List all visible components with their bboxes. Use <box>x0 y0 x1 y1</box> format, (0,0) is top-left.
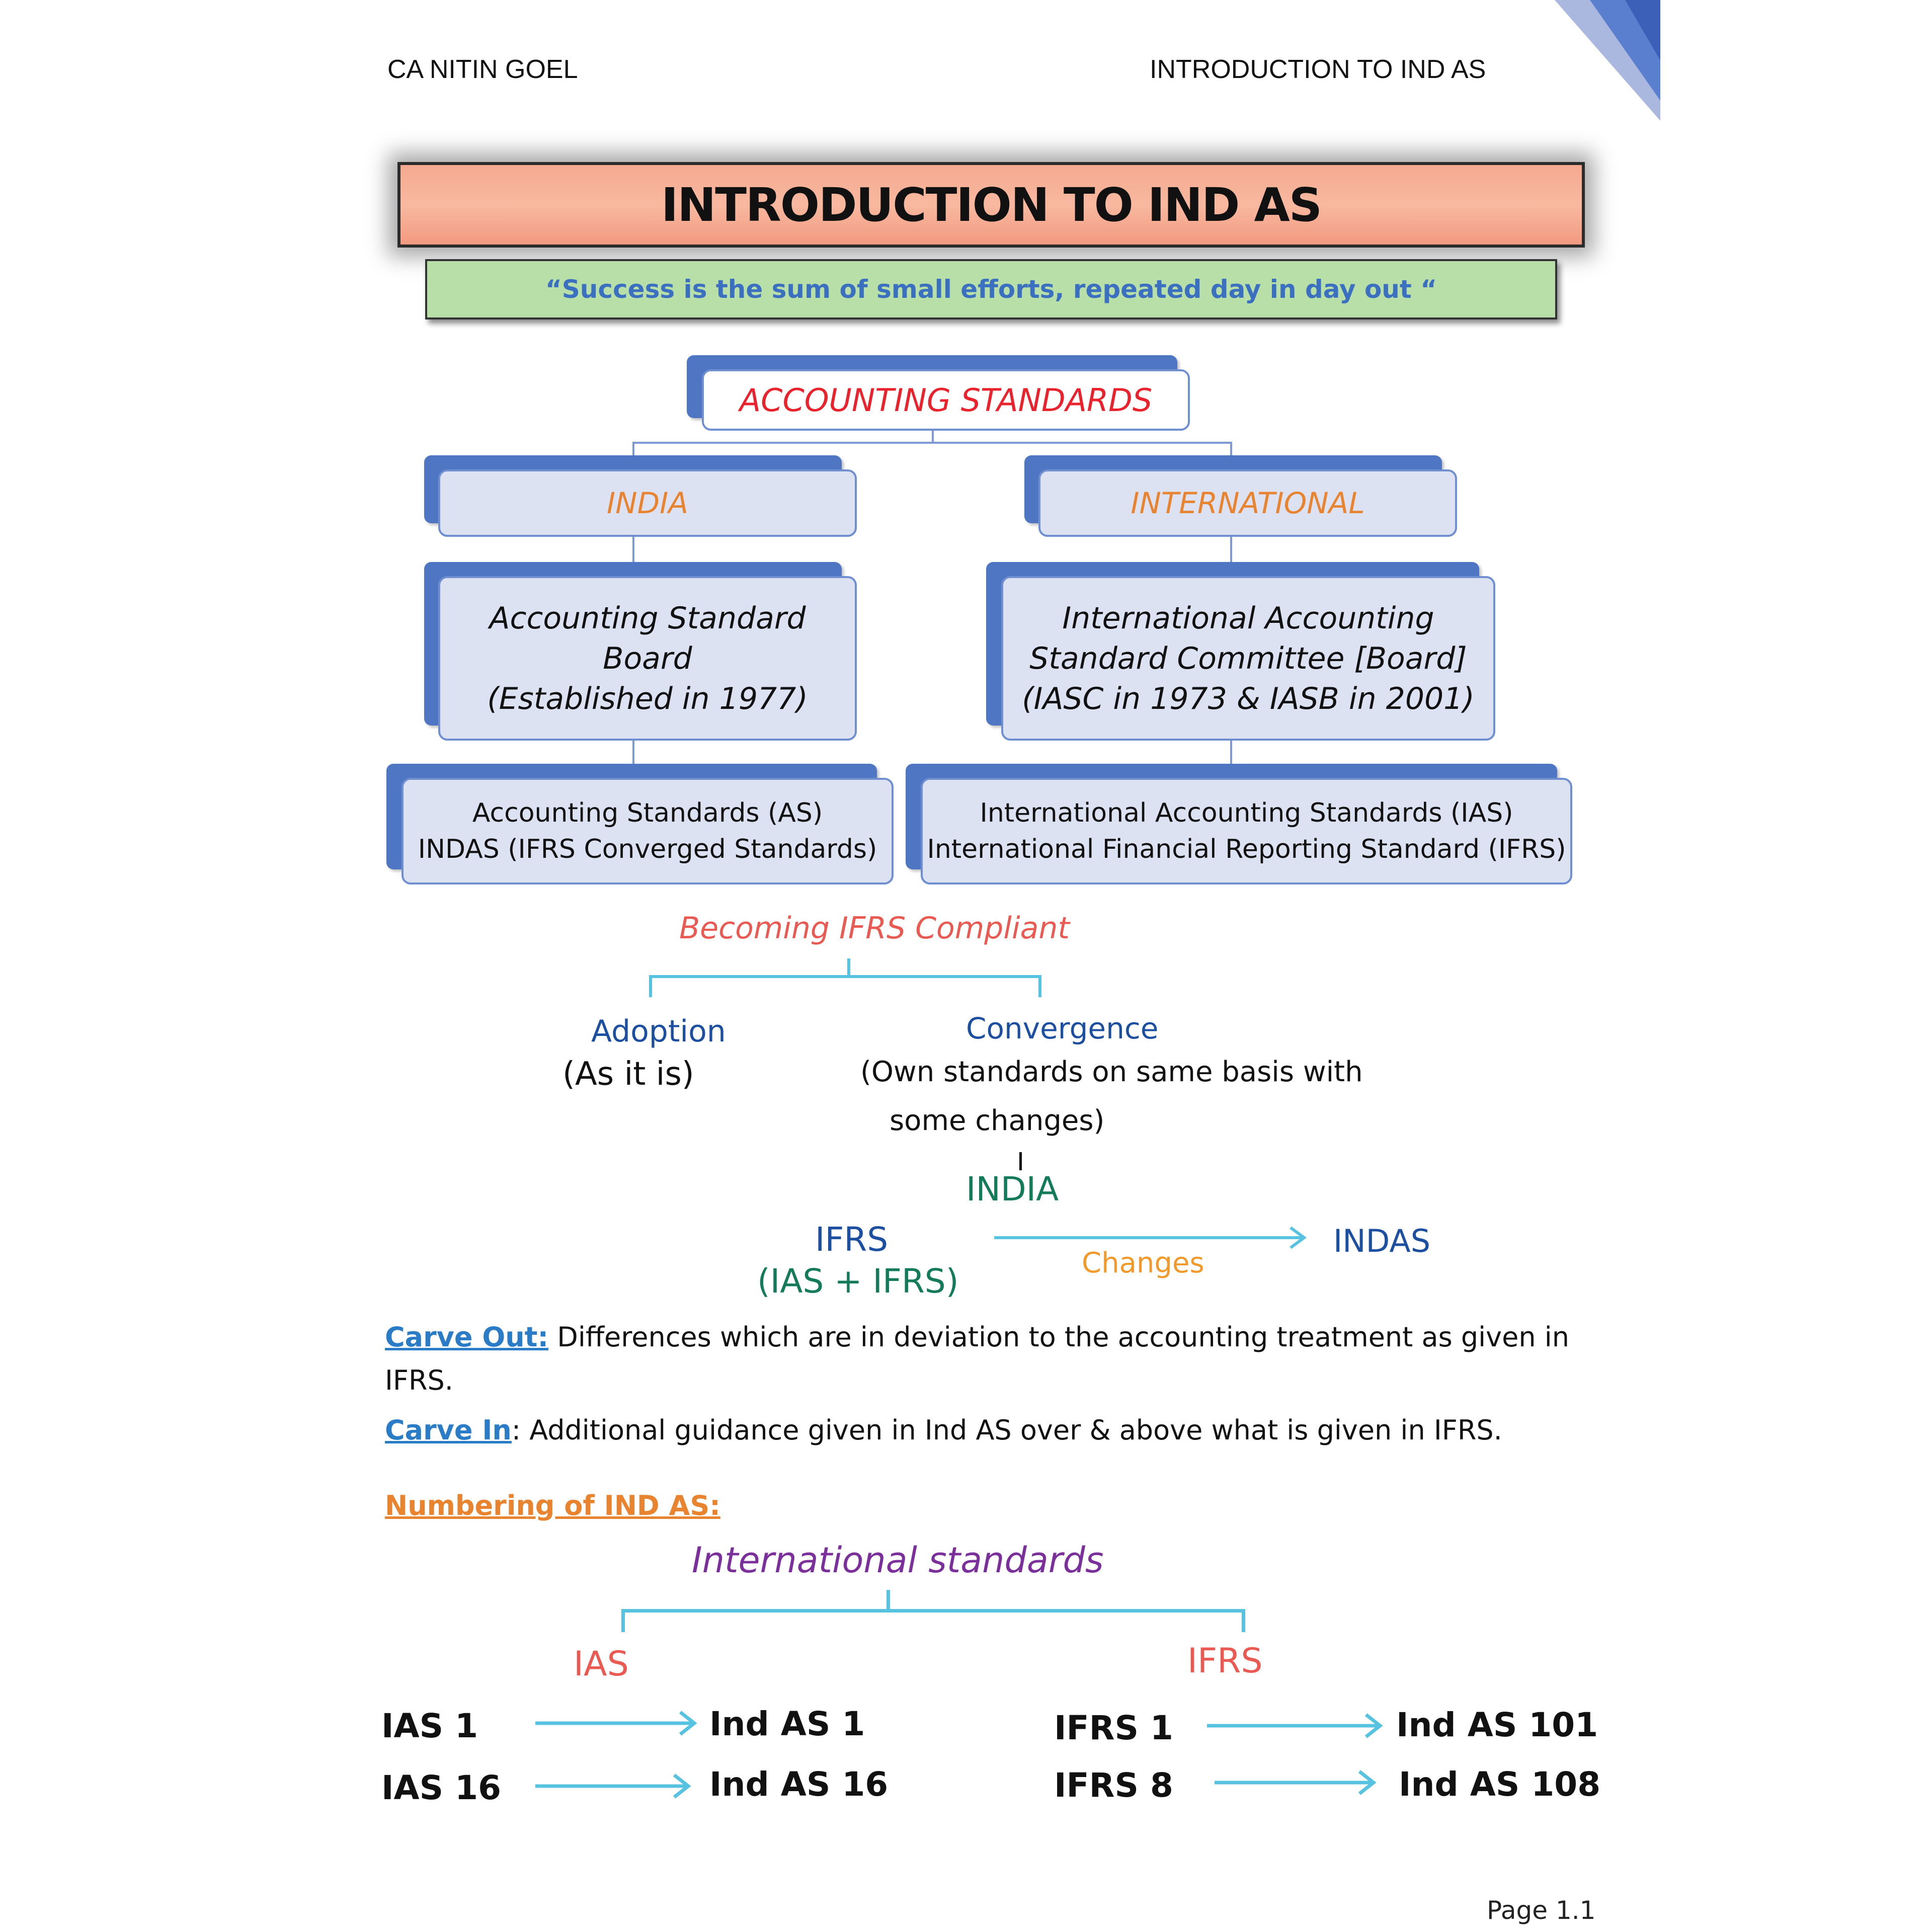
row-from-right: IFRS 8 <box>1054 1766 1173 1805</box>
header-author: CA NITIN GOEL <box>387 55 578 84</box>
arrow-row1-right <box>1207 1713 1383 1738</box>
header-chapter: INTRODUCTION TO IND AS <box>1150 55 1486 84</box>
row-from-right: IFRS 1 <box>1054 1709 1173 1747</box>
row-to-left: Ind AS 16 <box>709 1765 889 1804</box>
arrow-row1-left <box>535 1711 697 1736</box>
row-to-right: Ind AS 108 <box>1399 1765 1601 1804</box>
hand-ifrs-note: (IAS + IFRS) <box>757 1262 959 1301</box>
hand-changes: Changes <box>1082 1247 1204 1279</box>
node-iasb: International Accounting Standard Commit… <box>986 562 1495 741</box>
tick-mark <box>1019 1152 1022 1170</box>
page-title: INTRODUCTION TO IND AS <box>397 162 1585 248</box>
node-india: INDIA <box>424 455 857 537</box>
hand-international-standards: International standards <box>692 1540 1104 1581</box>
bracket-line <box>1038 975 1041 997</box>
carve-in-paragraph: Carve In: Additional guidance given in I… <box>385 1414 1502 1446</box>
corner-decoration <box>1555 0 1660 121</box>
hand-ifrs-branch: IFRS <box>1187 1641 1263 1681</box>
hand-convergence-note-1: (Own standards on same basis with <box>860 1056 1363 1088</box>
connector <box>1230 534 1232 581</box>
page-number: Page 1.1 <box>1487 1896 1596 1925</box>
row-from-left: IAS 16 <box>381 1768 501 1807</box>
bracket-line <box>1242 1609 1245 1632</box>
hand-adoption-note: (As it is) <box>562 1056 694 1093</box>
connector <box>932 428 934 443</box>
hand-indas: INDAS <box>1333 1223 1431 1259</box>
bracket-line <box>621 1609 625 1632</box>
numbering-heading: Numbering of IND AS: <box>385 1490 720 1521</box>
bracket-line <box>649 975 652 997</box>
hand-becoming-ifrs: Becoming IFRS Compliant <box>679 911 1070 946</box>
row-to-right: Ind AS 101 <box>1396 1706 1598 1744</box>
bracket-line <box>621 1609 1245 1613</box>
arrow-ifrs-indas <box>994 1226 1307 1249</box>
hand-india: INDIA <box>966 1170 1059 1209</box>
row-from-left: IAS 1 <box>381 1707 478 1745</box>
node-asb: Accounting Standard Board (Established i… <box>424 562 857 741</box>
node-india-standards: Accounting Standards (AS) INDAS (IFRS Co… <box>386 764 894 884</box>
arrow-row2-left <box>535 1774 691 1799</box>
hand-convergence: Convergence <box>966 1011 1159 1045</box>
node-international: INTERNATIONAL <box>1024 455 1457 537</box>
hand-ias: IAS <box>574 1644 629 1684</box>
hand-adoption: Adoption <box>591 1014 726 1049</box>
connector <box>632 534 634 581</box>
node-accounting-standards: ACCOUNTING STANDARDS <box>687 355 1190 431</box>
connector <box>632 739 634 768</box>
hand-convergence-note-2: some changes) <box>890 1104 1105 1137</box>
carve-out-paragraph: Carve Out: Differences which are in devi… <box>385 1321 1569 1396</box>
carve-out-label: Carve Out: <box>385 1321 549 1353</box>
carve-in-label: Carve In <box>385 1414 512 1446</box>
connector <box>632 442 1231 444</box>
hand-ifrs: IFRS <box>815 1220 889 1259</box>
arrow-row2-right <box>1215 1770 1377 1795</box>
bracket-line <box>649 975 1041 978</box>
bracket-line <box>887 1590 890 1610</box>
row-to-left: Ind AS 1 <box>709 1705 865 1743</box>
node-international-standards: International Accounting Standards (IAS)… <box>906 764 1572 884</box>
quote-banner: “Success is the sum of small efforts, re… <box>425 259 1557 319</box>
bracket-line <box>847 958 850 977</box>
connector <box>1230 739 1232 768</box>
